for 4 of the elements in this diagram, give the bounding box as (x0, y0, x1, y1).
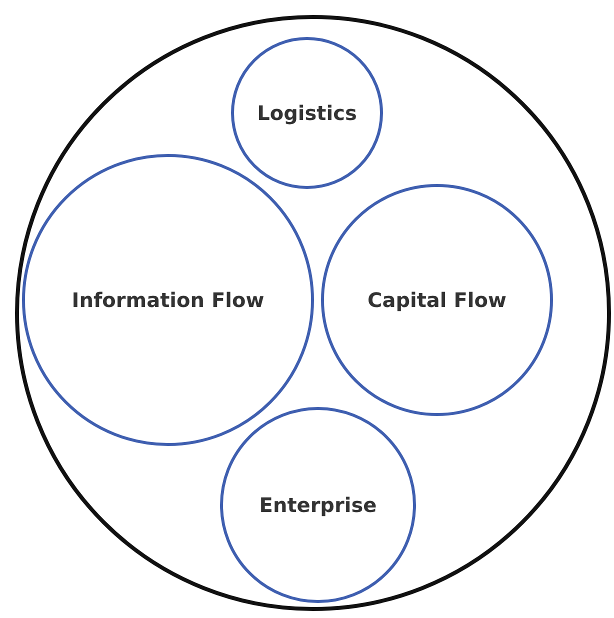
circle-label: Capital Flow (368, 288, 506, 312)
circle-label: Enterprise (259, 493, 377, 517)
circle-label: Information Flow (72, 288, 264, 312)
circle-label: Logistics (257, 101, 357, 125)
